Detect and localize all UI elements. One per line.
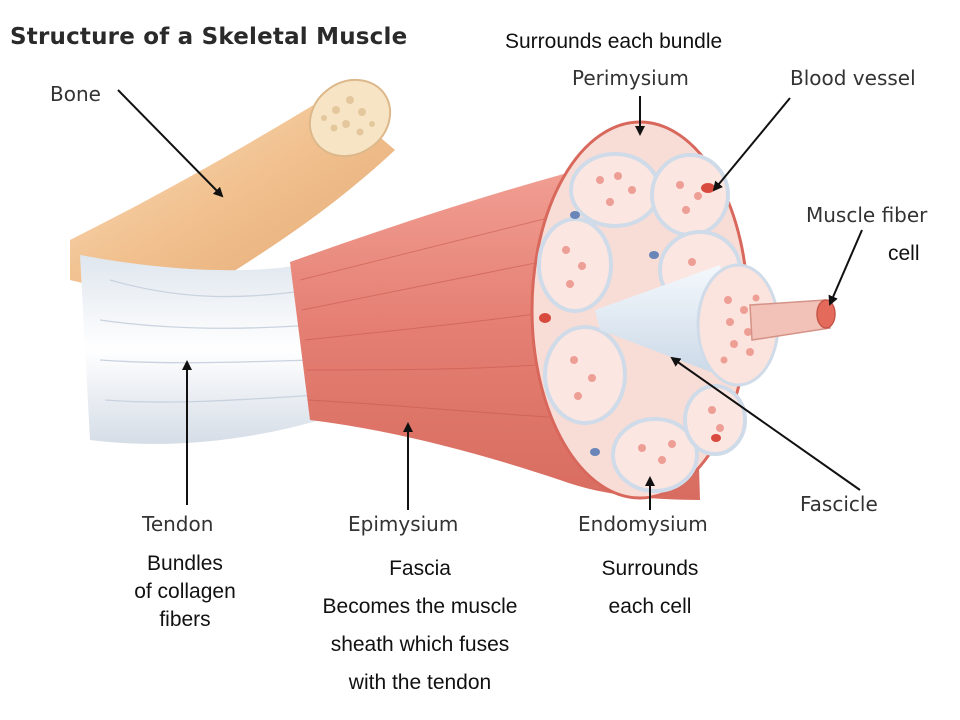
muscle-fiber-shape xyxy=(749,299,836,341)
bone-shape xyxy=(70,78,395,295)
label-blood-vessel: Blood vessel xyxy=(790,66,916,90)
note-endomysium-line: Surrounds xyxy=(601,557,699,580)
label-perimysium: Perimysium xyxy=(572,66,689,90)
note-endomysium-line: each cell xyxy=(608,595,692,618)
label-epimysium: Epimysium xyxy=(348,512,459,536)
note-epimysium-line: Fascia xyxy=(389,557,451,580)
fascicle-shape xyxy=(595,263,780,387)
tendon-shape xyxy=(80,255,320,444)
arrow-bone xyxy=(117,89,224,198)
arrow-muscle-fiber xyxy=(828,229,863,306)
label-endomysium: Endomysium xyxy=(578,512,708,536)
note-epimysium: Fascia Becomes the muscle sheath which f… xyxy=(290,550,550,702)
note-muscle-fiber: cell xyxy=(888,242,920,265)
note-tendon-line: Bundles xyxy=(147,552,223,575)
label-bone: Bone xyxy=(50,82,101,106)
arrow-blood-vessel xyxy=(712,97,791,192)
note-epimysium-line: Becomes the muscle xyxy=(322,595,518,618)
arrow-fascicle xyxy=(670,356,861,491)
diagram-title: Structure of a Skeletal Muscle xyxy=(10,24,408,50)
note-epimysium-line: sheath which fuses xyxy=(330,633,510,656)
note-endomysium: Surrounds each cell xyxy=(565,550,735,626)
label-tendon: Tendon xyxy=(142,512,214,536)
note-tendon-line: fibers xyxy=(159,608,211,631)
label-muscle-fiber: Muscle fiber xyxy=(806,203,928,227)
note-tendon-line: of collagen xyxy=(134,580,236,603)
note-perimysium: Surrounds each bundle xyxy=(505,30,723,53)
note-tendon: Bundles of collagen fibers xyxy=(100,550,270,634)
note-epimysium-line: with the tendon xyxy=(348,671,492,694)
label-fascicle: Fascicle xyxy=(800,492,878,516)
